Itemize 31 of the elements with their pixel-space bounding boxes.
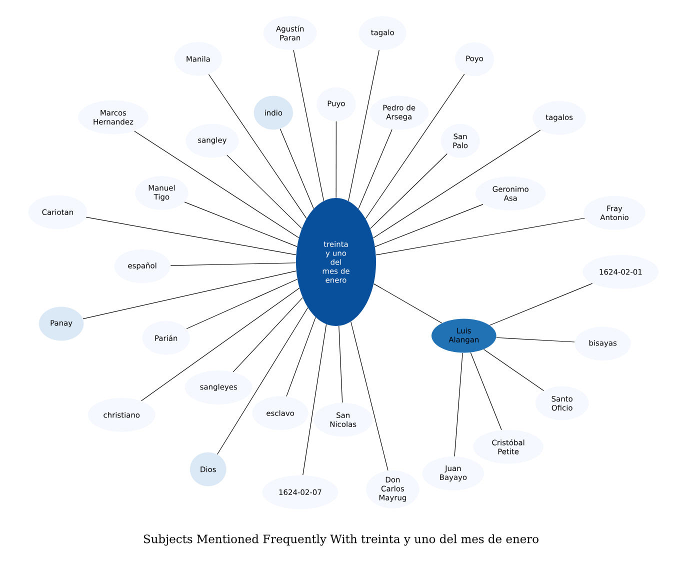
connector-line: [370, 153, 448, 229]
connector-line: [208, 74, 307, 219]
connector-line: [226, 154, 302, 229]
connector-line: [280, 128, 314, 209]
connector-line: [454, 352, 463, 457]
connector-line: [350, 321, 388, 471]
connector-line: [483, 349, 544, 391]
connector-line: [338, 326, 343, 403]
connector-line: [232, 297, 303, 372]
connector-line: [86, 216, 296, 256]
connector-line: [496, 337, 575, 342]
connector-line: [358, 129, 392, 210]
connector-line: [140, 288, 300, 402]
connector-line: [293, 50, 324, 202]
connector-line: [365, 74, 465, 219]
connector-line: [302, 324, 327, 476]
connector-line: [286, 317, 316, 397]
connector-line: [217, 307, 308, 455]
connector-line: [374, 204, 484, 247]
connector-line: [82, 270, 296, 320]
connector-line: [170, 262, 296, 266]
connector-line: [184, 202, 298, 247]
chart-title: Subjects Mentioned Frequently With treinta y uno del mes de enero: [144, 534, 538, 546]
connector-line: [374, 284, 442, 324]
connector-line: [372, 130, 541, 238]
connector-line: [470, 352, 502, 430]
connector-line: [348, 50, 380, 202]
connector-line: [186, 278, 298, 330]
connector-line: [134, 130, 300, 238]
connector-line: [489, 283, 593, 326]
connector-line: [376, 218, 586, 256]
